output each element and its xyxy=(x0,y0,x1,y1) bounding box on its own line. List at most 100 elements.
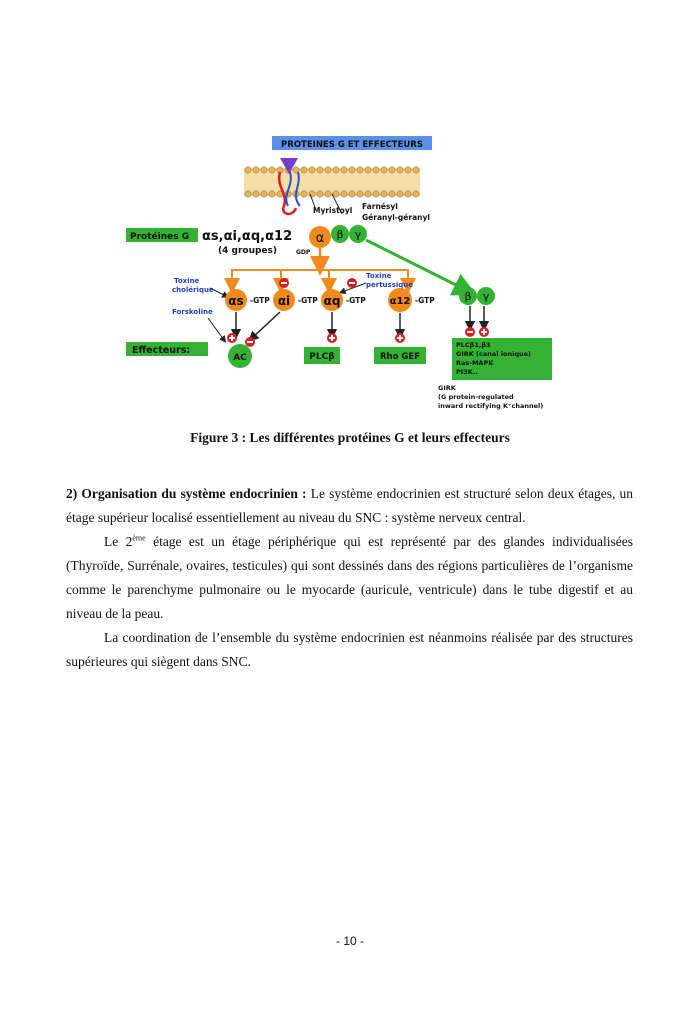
alpha-symbol: α xyxy=(316,231,325,246)
banner xyxy=(272,136,432,150)
alpha-subunit xyxy=(309,226,331,248)
gamma-symbol: γ xyxy=(355,228,362,241)
receptor xyxy=(277,158,301,216)
paragraph-2-prefix: Le 2 xyxy=(104,534,133,549)
geranyl-label: Géranyl-géranyl xyxy=(362,213,430,222)
paragraph-3: La coordination de l’ensemble du système… xyxy=(66,630,633,669)
toxine-cholerique-2: cholérique xyxy=(172,286,214,294)
lipid-head xyxy=(260,166,268,174)
lipid-head xyxy=(348,166,356,174)
gtp-label: -GTP xyxy=(415,296,435,305)
lipid-head xyxy=(380,190,388,198)
plus-sign-plcb xyxy=(327,333,337,343)
toxine-cholerique-1: Toxine xyxy=(174,277,200,285)
bg-effectors-box xyxy=(452,338,552,380)
lipid-head xyxy=(308,166,316,174)
lipid-head xyxy=(244,190,252,198)
section-heading: 2) Organisation du système endocrinien : xyxy=(66,486,307,501)
proteines-g-box xyxy=(126,228,198,242)
alpha-s: αs -GTP xyxy=(225,289,270,311)
lipid-head xyxy=(348,190,356,198)
lipid-head xyxy=(324,166,332,174)
ac-label: AC xyxy=(233,353,247,363)
lipid-head xyxy=(324,190,332,198)
lipid-head xyxy=(364,166,372,174)
paragraph-2-text: étage est un étage périphérique qui est … xyxy=(66,534,633,621)
alpha-12-label: α12 xyxy=(390,296,411,307)
minus-sign-bg xyxy=(465,327,475,337)
orange-branch xyxy=(231,269,409,280)
minus-sign-toxin-2 xyxy=(347,278,357,288)
bg-effector-3: Ras-MAPK xyxy=(456,359,494,367)
lipid-head xyxy=(404,190,412,198)
lipid-head xyxy=(340,190,348,198)
bg-gamma-symbol: γ xyxy=(483,290,490,303)
rho-gef-box xyxy=(374,347,426,364)
lipid-head xyxy=(372,190,380,198)
plus-sign-rho xyxy=(395,333,405,343)
ac-node xyxy=(228,344,252,368)
lipid-head xyxy=(396,166,404,174)
lipid-head xyxy=(260,190,268,198)
lipid-head xyxy=(412,190,420,198)
alpha-list: αs,αi,αq,α12 xyxy=(202,229,292,244)
gtp-label: -GTP xyxy=(346,296,366,305)
bg-beta-symbol: β xyxy=(464,290,471,303)
green-arrow xyxy=(365,238,477,296)
lipid-head xyxy=(404,166,412,174)
lipid-head xyxy=(300,166,308,174)
lipid-head xyxy=(356,190,364,198)
girk-note-3: inward rectifying K⁺channel) xyxy=(438,402,543,410)
paragraph-2-sup: ème xyxy=(132,533,146,543)
bg-effector-2: GIRK (canal ionique) xyxy=(456,350,531,358)
lipid-head xyxy=(268,190,276,198)
groups-label: (4 groupes) xyxy=(218,246,277,256)
alpha-i-label: αi xyxy=(278,294,290,308)
alpha-i: αi -GTP xyxy=(273,289,318,311)
lipid-head xyxy=(388,166,396,174)
banner-text: PROTEINES G ET EFFECTEURS xyxy=(281,140,423,150)
section-body: 2) Organisation du système endocrinien :… xyxy=(66,482,633,674)
myristoyl-label: Myristoyl xyxy=(313,206,352,215)
membrane xyxy=(244,166,420,198)
rho-gef-label: Rho GEF xyxy=(380,352,420,362)
bg-effector-1: PLCβ1,β3 xyxy=(456,341,491,349)
lipid-head xyxy=(372,166,380,174)
lipid-head xyxy=(252,166,260,174)
lipid-head xyxy=(396,190,404,198)
forskoline-label: Forskoline xyxy=(172,308,213,316)
paragraph-1: 2) Organisation du système endocrinien :… xyxy=(66,482,633,530)
lipid-head xyxy=(340,166,348,174)
effecteurs-box xyxy=(126,342,208,356)
gamma-subunit xyxy=(349,225,367,243)
lipid-head xyxy=(316,166,324,174)
bg-gamma xyxy=(477,287,495,305)
plcb-label: PLCβ xyxy=(309,352,335,362)
alpha-q: αq -GTP xyxy=(321,289,366,311)
g-protein-diagram: PROTEINES G ET EFFECTEURS Myristoyl Farn… xyxy=(126,136,552,410)
lipid-head xyxy=(380,166,388,174)
figure-caption: Figure 3 : Les différentes protéines G e… xyxy=(190,430,510,445)
minus-sign-toxin-1 xyxy=(279,278,289,288)
beta-symbol: β xyxy=(336,228,343,241)
alpha-s-label: αs xyxy=(228,294,243,308)
lipid-head xyxy=(268,166,276,174)
lipid-head xyxy=(292,166,300,174)
toxine-pertussique-2: pertussique xyxy=(366,281,413,289)
gtp-label: -GTP xyxy=(250,296,270,305)
plcb-box xyxy=(304,347,340,364)
lipid-head xyxy=(316,190,324,198)
lipid-head xyxy=(300,190,308,198)
paragraph-1-text: Le système endocrinien est structuré sel… xyxy=(66,486,633,525)
lipid-head xyxy=(364,190,372,198)
lipid-head xyxy=(388,190,396,198)
plus-sign-ac xyxy=(227,333,237,343)
toxine-pertussique-1: Toxine xyxy=(366,272,392,280)
beta-subunit xyxy=(331,225,349,243)
paragraph-2: Le 2ème étage est un étage périphérique … xyxy=(66,530,633,626)
bg-beta xyxy=(459,287,477,305)
alpha-12: α12 -GTP xyxy=(388,288,435,312)
girk-note-1: GIRK xyxy=(438,384,457,392)
lipid-head xyxy=(308,190,316,198)
gtp-label: -GTP xyxy=(298,296,318,305)
